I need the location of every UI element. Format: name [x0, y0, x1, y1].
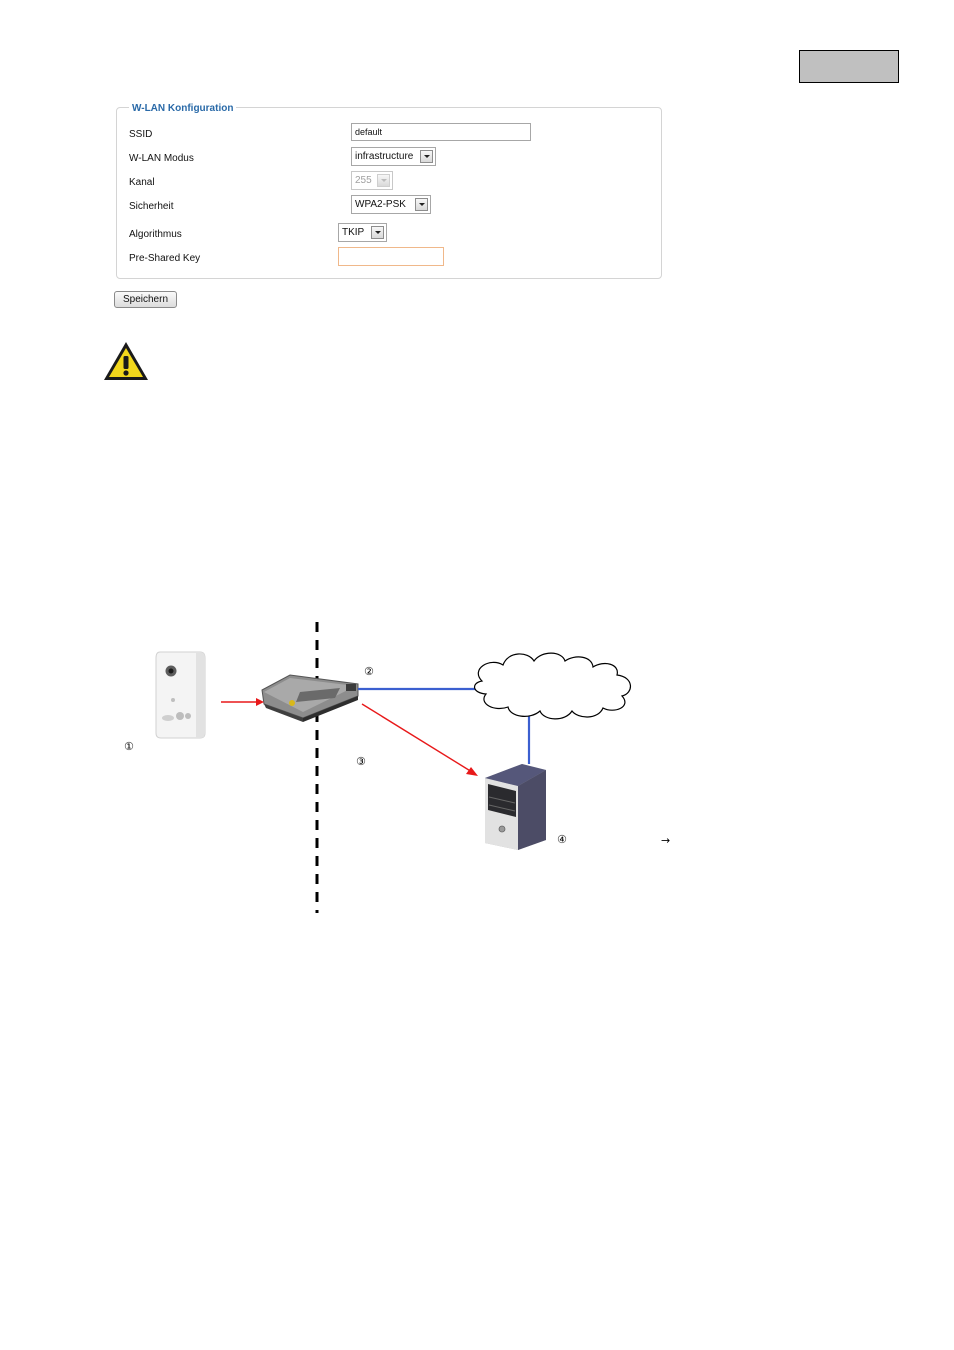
chevron-down-icon [371, 226, 384, 239]
wlan-config-legend: W-LAN Konfiguration [129, 102, 237, 116]
algorithm-label: Algorithmus [129, 229, 182, 240]
warning-triangle-icon [104, 342, 148, 380]
pc-tower-icon [485, 764, 546, 850]
arrowhead-icon [256, 698, 264, 706]
router-marker: ② [364, 665, 374, 678]
ssid-label: SSID [129, 129, 153, 140]
algorithm-value: TKIP [342, 227, 365, 238]
save-button[interactable]: Speichern [114, 291, 177, 308]
psk-label: Pre-Shared Key [129, 253, 201, 264]
wlan-config-panel [116, 107, 662, 279]
camera-marker: ① [124, 740, 134, 753]
channel-select: 255 [351, 171, 393, 190]
security-select[interactable]: WPA2-PSK [351, 195, 431, 214]
chevron-down-icon [420, 150, 433, 163]
channel-label: Kanal [129, 177, 155, 188]
wlan-mode-label: W-LAN Modus [129, 153, 194, 164]
connection-link-router-pc [361, 703, 473, 773]
ssid-input[interactable]: default [351, 123, 531, 141]
psk-input[interactable] [338, 247, 444, 266]
page-language-tab [799, 50, 899, 83]
security-label: Sicherheit [129, 201, 174, 212]
algorithm-select[interactable]: TKIP [338, 223, 387, 242]
channel-value: 255 [355, 175, 372, 186]
arrowhead-icon [466, 767, 478, 776]
router-icon [261, 674, 359, 722]
arrow-right-icon: → [661, 834, 671, 847]
connection-marker: ③ [356, 755, 366, 768]
chevron-down-icon [415, 198, 428, 211]
security-value: WPA2-PSK [355, 199, 406, 210]
chevron-down-icon [377, 174, 390, 187]
internet-cloud-icon [474, 652, 631, 720]
pc-marker: ④ [557, 833, 567, 846]
wlan-mode-value: infrastructure [355, 151, 414, 162]
camera-icon [155, 651, 206, 739]
wlan-mode-select[interactable]: infrastructure [351, 147, 436, 166]
